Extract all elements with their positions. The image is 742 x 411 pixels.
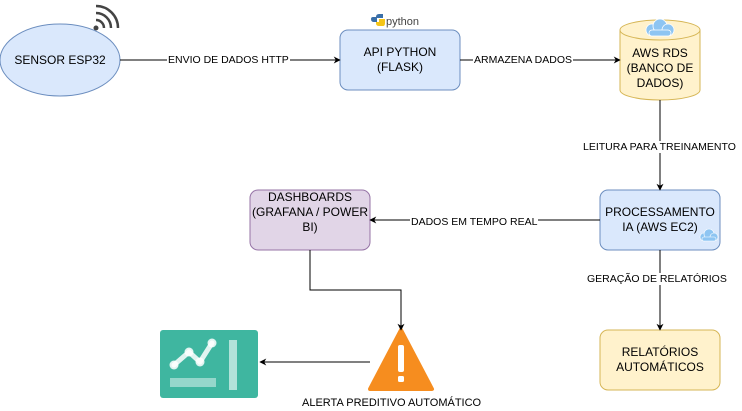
edge-label-envio: ENVIO DE DADOS HTTP xyxy=(167,54,290,66)
cloud-icon xyxy=(699,228,719,242)
chart-analytics-icon xyxy=(160,330,258,398)
edge-label-armazena: ARMAZENA DADOS xyxy=(473,54,574,66)
wifi-icon xyxy=(93,4,120,31)
edge-label-geracao: GERAÇÃO DE RELATÓRIOS xyxy=(586,273,728,285)
python-logo-text: python xyxy=(386,16,420,28)
edge-label-dados-tempo-real: DADOS EM TEMPO REAL xyxy=(410,216,539,228)
aws-rds-label: AWS RDS (BANCO DE DADOS) xyxy=(626,45,694,90)
python-logo-icon xyxy=(371,14,385,26)
api-python-label: API PYTHON (FLASK) xyxy=(363,45,437,74)
alert-warning-icon xyxy=(368,328,434,391)
cloud-icon xyxy=(645,18,675,37)
edge-dashboards-alert xyxy=(309,250,405,331)
relatorios-label: RELATÓRIOS AUTOMÁTICOS xyxy=(616,345,704,374)
alert-label: ALERTA PREDITIVO AUTOMÁTICO xyxy=(302,397,482,409)
dashboards-label: DASHBOARDS (GRAFANA / POWER BI) xyxy=(251,190,368,234)
processamento-ia-label: PROCESSAMENTO IA (AWS EC2) xyxy=(605,205,715,234)
sensor-esp32-label: SENSOR ESP32 xyxy=(14,52,106,67)
edge-label-leitura: LEITURA PARA TREINAMENTO xyxy=(582,141,737,153)
